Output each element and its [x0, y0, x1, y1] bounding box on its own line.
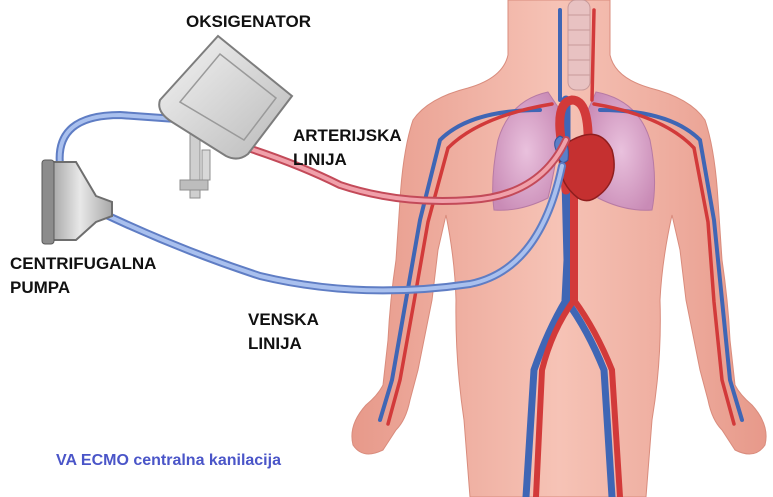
arterial-line-label: ARTERIJSKA LINIJA — [293, 124, 402, 172]
oxygenator-label-text: OKSIGENATOR — [186, 10, 311, 34]
trachea — [568, 0, 590, 90]
pump-label-line1: CENTRIFUGALNA — [10, 252, 156, 276]
diagram-caption: VA ECMO centralna kanilacija — [56, 452, 281, 470]
venous-line-label-line2: LINIJA — [248, 332, 319, 356]
arterial-line-label-line1: ARTERIJSKA — [293, 124, 402, 148]
pump-body — [48, 162, 112, 240]
pump-label-line2: PUMPA — [10, 276, 156, 300]
venous-line-label-line1: VENSKA — [248, 308, 319, 332]
arterial-line-label-line2: LINIJA — [293, 148, 402, 172]
oxygenator-body — [159, 36, 292, 159]
oxygenator-device — [159, 36, 292, 198]
carotid-artery — [592, 10, 594, 100]
venous-line-label: VENSKA LINIJA — [248, 308, 319, 356]
vena-cava — [566, 100, 568, 300]
centrifugal-pump-label: CENTRIFUGALNA PUMPA — [10, 252, 156, 300]
oxygenator-label: OKSIGENATOR — [186, 10, 311, 34]
centrifugal-pump-device — [42, 160, 112, 244]
